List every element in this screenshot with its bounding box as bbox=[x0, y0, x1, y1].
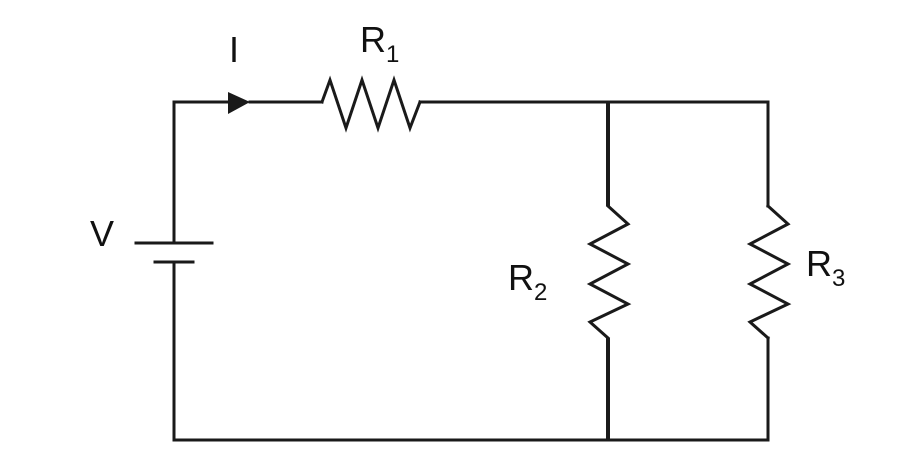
r2-label: R2 bbox=[508, 257, 547, 306]
source-label: V bbox=[90, 213, 114, 254]
wire-top-right bbox=[418, 100, 770, 208]
r1-label: R1 bbox=[360, 19, 399, 68]
r3-label: R3 bbox=[806, 243, 845, 292]
current-arrow-icon bbox=[228, 92, 250, 114]
r2-label-sub: 2 bbox=[534, 279, 547, 306]
resistor-r2 bbox=[586, 203, 632, 341]
resistor-r1 bbox=[320, 75, 422, 133]
current-label: I bbox=[229, 29, 239, 70]
r1-label-base: R bbox=[360, 19, 386, 60]
r3-label-base: R bbox=[806, 243, 832, 284]
r2-label-base: R bbox=[508, 257, 534, 298]
r3-label-sub: 3 bbox=[832, 265, 845, 292]
resistor-r3 bbox=[746, 203, 792, 341]
wire-bottom bbox=[172, 260, 770, 442]
wires bbox=[172, 100, 770, 442]
battery-symbol bbox=[134, 241, 214, 264]
r1-label-sub: 1 bbox=[386, 41, 399, 68]
wire-left-upper bbox=[172, 100, 230, 245]
